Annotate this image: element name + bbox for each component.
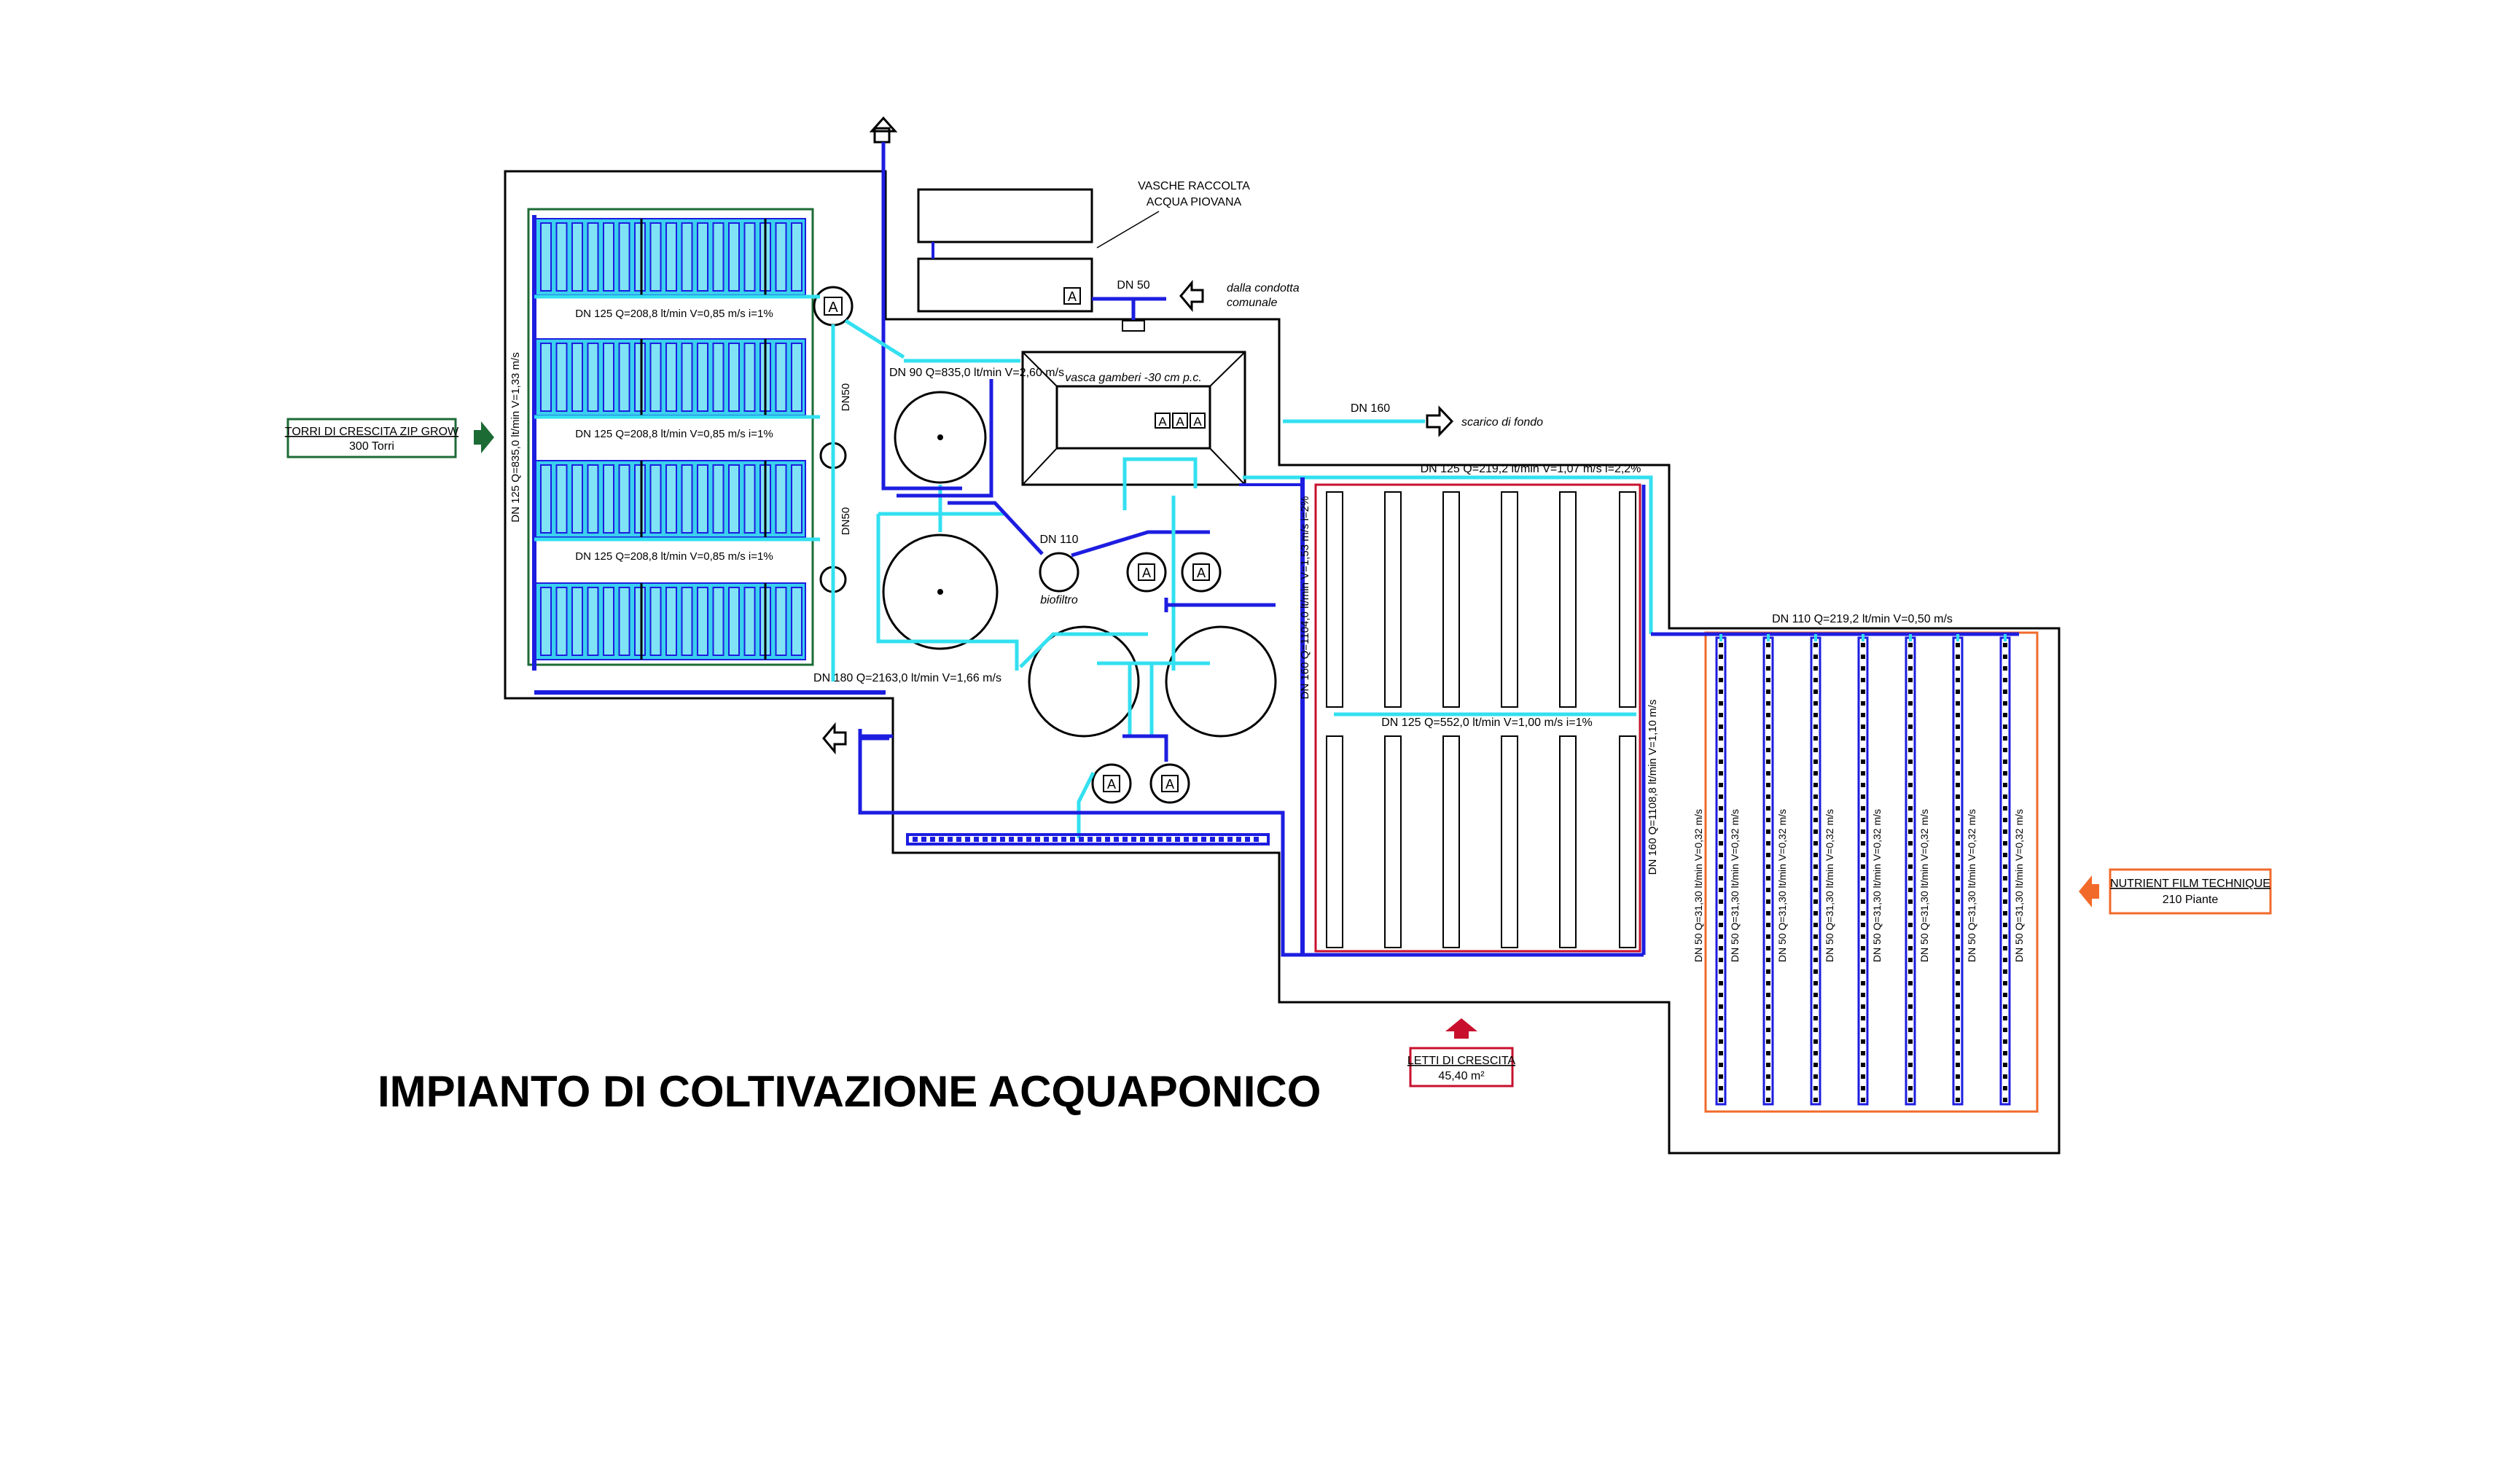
arrow-up-icon [1445,1018,1477,1039]
svg-text:DN 160: DN 160 [1351,402,1390,415]
svg-text:300 Torri: 300 Torri [349,440,394,453]
svg-text:VASCHE RACCOLTA: VASCHE RACCOLTA [1138,180,1250,192]
tower-row-2 [535,338,806,416]
svg-text:DN 160 Q=1104,0 lt/min V=1,53: DN 160 Q=1104,0 lt/min V=1,53 m/s i=2% [1299,496,1311,700]
svg-text:ACQUA PIOVANA: ACQUA PIOVANA [1147,196,1242,208]
svg-text:DN 125 Q=219,2 lt/min V=1,07 m: DN 125 Q=219,2 lt/min V=1,07 m/s i=2,2% [1421,463,1641,475]
svg-text:DN 180 Q=2163,0 lt/min V=1,66: DN 180 Q=2163,0 lt/min V=1,66 m/s [813,672,1001,684]
svg-text:A: A [1165,777,1174,792]
svg-text:biofiltro: biofiltro [1040,594,1078,606]
shrimp-tank: vasca gamberi -30 cm p.c. [1021,351,1246,486]
rain-tank-2 [917,257,1093,313]
svg-text:scarico di fondo: scarico di fondo [1461,416,1543,429]
svg-text:DN 90 Q=835,0 lt/min V=2,60 m/: DN 90 Q=835,0 lt/min V=2,60 m/s [889,367,1064,379]
nft-channel-7 [1999,636,2011,1106]
bed-rail-bottom-1 [1326,735,1343,948]
nft-channel-label: DN 50 Q=31,30 lt/min V=0,32 m/s [2013,809,2025,962]
nft-channel-4 [1857,636,1869,1106]
tower-pipe-label: DN 125 Q=208,8 lt/min V=0,85 m/s i=1% [575,550,773,563]
svg-text:A: A [828,300,838,316]
nft-channel-1 [1715,636,1727,1106]
arrow-right-icon [474,421,494,453]
tower-block [527,208,814,666]
svg-text:A: A [1176,415,1184,429]
tower-row-1 [535,218,806,296]
inlet-arrow-icon [1179,279,1204,313]
nft-area: DN 50 Q=31,30 lt/min V=0,32 m/s DN 50 Q=3… [1651,631,2039,1113]
bed-rail-bottom-3 [1442,735,1460,948]
svg-text:A: A [1193,415,1202,429]
callout-nft: NUTRIENT FILM TECHNIQUE 210 Piante [2079,868,2272,915]
nft-channel-2 [1762,636,1774,1106]
svg-text:A: A [1068,289,1077,304]
svg-text:dalla condotta: dalla condotta [1227,282,1300,294]
callout-towers: TORRI DI CRESCITA ZIP GROW 300 Torri [285,418,494,458]
bed-rail-bottom-6 [1619,735,1636,948]
bed-rail-top-4 [1501,491,1518,708]
svg-text:DN50: DN50 [840,507,852,535]
page-title: IMPIANTO DI COLTIVAZIONE ACQUAPONICO [378,1067,1321,1116]
svg-text:45,40 m²: 45,40 m² [1438,1070,1485,1082]
building-outline [504,170,2061,1155]
tower-row-3 [535,460,806,538]
svg-text:DN 110: DN 110 [1039,534,1078,546]
callout-beds: LETTI DI CRESCITA 45,40 m² [1407,1018,1515,1087]
vent-arrow-icon [869,116,898,144]
svg-text:DN 50: DN 50 [1117,279,1149,292]
drain-arrow-icon [1426,405,1454,437]
nft-channel-label: DN 50 Q=31,30 lt/min V=0,32 m/s [1871,809,1883,962]
svg-text:210 Piante: 210 Piante [2163,894,2219,906]
bed-rail-top-6 [1619,491,1636,708]
arrow-left-icon [2079,875,2099,907]
svg-text:TORRI DI CRESCITA ZIP GROW: TORRI DI CRESCITA ZIP GROW [285,426,459,438]
shrimp-pumps: A A A [1155,413,1206,429]
svg-text:DN 125 Q=552,0 lt/min V=1,00 m: DN 125 Q=552,0 lt/min V=1,00 m/s i=1% [1381,716,1592,729]
nft-channel-3 [1810,636,1821,1106]
nft-channel-label: DN 50 Q=31,30 lt/min V=0,32 m/s [1966,809,1977,962]
outlet-arrow-icon [822,722,847,755]
svg-text:A: A [1142,566,1151,580]
svg-text:DN 160 Q=1108,8 lt/min V=1,10: DN 160 Q=1108,8 lt/min V=1,10 m/s [1647,700,1659,875]
bed-rail-bottom-5 [1559,735,1577,948]
central-piping [858,379,1653,957]
nft-channel-5 [1905,636,1916,1106]
bed-rail-top-1 [1326,491,1343,708]
tower-pipe-label: DN 125 Q=208,8 lt/min V=0,85 m/s i=1% [575,308,773,320]
svg-text:DN 125 Q=835,0 lt/min V=1,33 m: DN 125 Q=835,0 lt/min V=1,33 m/s [509,352,522,522]
svg-text:NUTRIENT FILM TECHNIQUE: NUTRIENT FILM TECHNIQUE [2110,878,2270,890]
svg-text:LETTI DI CRESCITA: LETTI DI CRESCITA [1407,1055,1515,1067]
svg-text:A: A [1107,777,1116,792]
nft-channel-label: DN 50 Q=31,30 lt/min V=0,32 m/s [1776,809,1788,962]
tower-row-4 [535,582,806,660]
nft-channel-label: DN 50 Q=31,30 lt/min V=0,32 m/s [1824,809,1835,962]
svg-text:A: A [1158,415,1167,429]
nft-channel-label: DN 50 Q=31,30 lt/min V=0,32 m/s [1729,809,1741,962]
svg-text:comunale: comunale [1227,297,1277,309]
svg-text:DN 110 Q=219,2 lt/min V=0,50 m: DN 110 Q=219,2 lt/min V=0,50 m/s [1772,613,1953,625]
svg-text:A: A [1197,566,1206,580]
svg-text:vasca gamberi -30 cm p.c.: vasca gamberi -30 cm p.c. [1065,372,1202,384]
bottom-channel [906,833,1270,846]
tower-pipe-label: DN 125 Q=208,8 lt/min V=0,85 m/s i=1% [575,428,773,440]
svg-text:DN50: DN50 [840,383,852,411]
bed-rail-top-2 [1384,491,1402,708]
fish-tank-3 [1028,625,1140,738]
biofilter [1039,552,1079,593]
fish-tank-4 [1165,625,1277,738]
nft-channel-label: DN 50 Q=31,30 lt/min V=0,32 m/s [1918,809,1930,962]
bed-rail-top-3 [1442,491,1460,708]
bed-rail-bottom-2 [1384,735,1402,948]
nft-channel-label: DN 50 Q=31,30 lt/min V=0,32 m/s [1692,809,1704,962]
bed-rail-top-5 [1559,491,1577,708]
rain-tank-1 [917,188,1093,243]
growing-beds [1300,477,1646,957]
bed-rail-bottom-4 [1501,735,1518,948]
nft-channel-6 [1952,636,1964,1106]
